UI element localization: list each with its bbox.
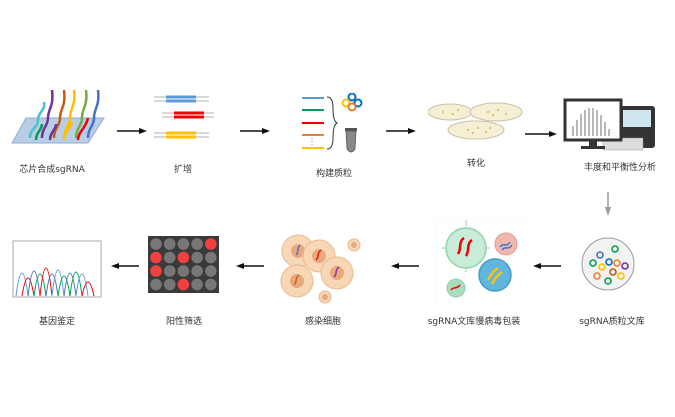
step-label-identify: 基因鉴定 [38,317,76,327]
well [191,251,203,264]
arrow-right-icon [386,127,416,135]
well [205,265,217,277]
amplification-illustration [154,92,214,144]
well [191,238,203,250]
positive-well [150,251,162,264]
arrow-left-icon [391,262,419,270]
plasmid-construction-illustration [300,93,370,155]
well [163,238,176,250]
chromatogram-illustration [12,240,102,298]
positive-well [177,251,190,264]
step-label-screen: 阳性筛选 [165,317,203,327]
step-label-chip: 芯片合成sgRNA [19,165,85,175]
step-label-analysis: 丰度和平衡性分析 [583,163,657,173]
step-label-library: sgRNA质粒文库 [579,317,645,327]
well [191,265,203,277]
well [177,238,190,250]
arrow-left-icon [533,262,561,270]
step-label-infect: 感染细胞 [304,317,342,327]
well [150,238,162,250]
step-label-amplify: 扩增 [173,165,193,175]
chip-synthesis-illustration [8,88,108,148]
screening-plate [148,236,219,293]
arrow-left-icon [236,262,264,270]
infected-cells-illustration [280,233,362,305]
arrow-right-icon [525,130,557,138]
step-label-transform: 转化 [466,159,486,169]
well-plate [148,236,219,293]
arrow-right-icon [117,127,147,135]
well [150,278,162,291]
positive-well [150,265,162,277]
positive-well [177,278,190,291]
plasmid-library-dish-illustration [580,236,636,292]
arrow-right-icon [240,127,270,135]
well [205,278,217,291]
well [205,251,217,264]
well [163,265,176,277]
well [177,265,190,277]
positive-well [205,238,217,250]
well [191,278,203,291]
well [163,251,176,264]
sequencer-computer-illustration [563,98,658,156]
step-label-virus: sgRNA文库慢病毒包装 [427,317,521,327]
petri-dishes-illustration [428,100,524,146]
lentivirus-illustration [436,218,526,306]
well [163,278,176,291]
step-label-plasmid: 构建质粒 [315,169,353,179]
arrow-down-icon [604,192,612,216]
arrow-left-icon [111,262,139,270]
